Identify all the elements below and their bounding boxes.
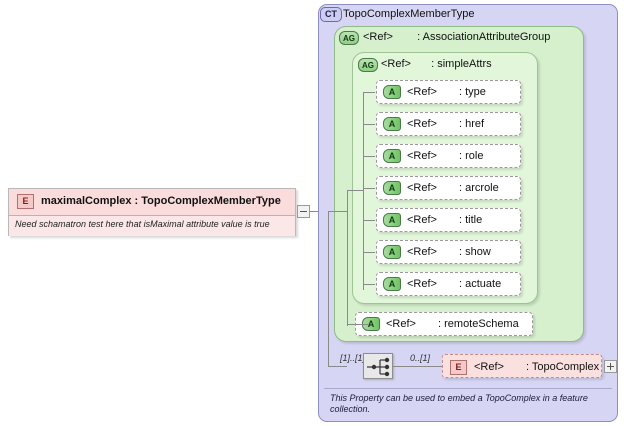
root-element-annotation-text: Need schamatron test here that isMaximal… (15, 219, 270, 229)
attribute-badge-icon: A (383, 245, 401, 259)
connector-to-sequence (328, 366, 347, 367)
connector-attribute-stub (363, 220, 375, 221)
attribute-row-label: <Ref>: role (407, 150, 484, 162)
attribute-row-label: <Ref>: href (407, 118, 485, 130)
attribute-badge-icon: A (383, 149, 401, 163)
attribute-row[interactable]: A <Ref>: actuate (376, 272, 521, 296)
child-element-label: <Ref>: TopoComplex (474, 361, 600, 373)
attribute-row[interactable]: A <Ref>: href (376, 112, 521, 136)
attribute-group-outer-badge-icon: AG (339, 31, 359, 45)
child-element-topocomplex[interactable]: E <Ref>: TopoComplex (442, 354, 602, 378)
attribute-row-label: <Ref>: title (407, 214, 483, 226)
complex-type-annotation-text: This Property can be used to embed a Top… (330, 393, 588, 414)
attribute-badge-icon: A (383, 181, 401, 195)
ag-inner-ref: <Ref> (381, 58, 411, 70)
attribute-row-label: <Ref>: arcrole (407, 182, 499, 194)
attribute-group-outer-label: <Ref> : AssociationAttributeGroup (363, 31, 550, 43)
attribute-group-inner-badge-icon: AG (358, 58, 378, 72)
ag-inner-sep: : (431, 58, 435, 70)
attribute-badge-icon: A (383, 117, 401, 131)
root-element-box[interactable]: E maximalComplex : TopoComplexMemberType… (8, 188, 296, 236)
attribute-row[interactable]: A <Ref>: title (376, 208, 521, 232)
attribute-badge-icon: A (383, 85, 401, 99)
sequence-icon-glyph (367, 357, 390, 377)
root-element-annotation: Need schamatron test here that isMaximal… (9, 216, 295, 236)
connector-ag-outer-spine (347, 190, 348, 326)
attribute-badge-icon: A (383, 277, 401, 291)
attribute-group-inner-label: <Ref> : simpleAttrs (381, 58, 492, 70)
attribute-row-label: <Ref>: actuate (407, 278, 502, 290)
child-element-expand-toggle[interactable] (604, 360, 617, 373)
element-badge-icon: E (450, 360, 467, 375)
root-element-header: E maximalComplex : TopoComplexMemberType (9, 189, 295, 216)
child-cardinality-label: 0..[1] (410, 353, 431, 363)
connector-attribute-stub (363, 124, 375, 125)
connector-ag-outer-to-remoteschema (347, 324, 369, 325)
connector-attribute-stub (363, 252, 375, 253)
attribute-row[interactable]: A <Ref>: show (376, 240, 521, 264)
connector-trunk-main (328, 211, 329, 366)
sequence-cardinality-label: [1]..[1] (340, 353, 366, 363)
attribute-badge-icon: A (383, 213, 401, 227)
attribute-row-remote-schema[interactable]: A <Ref>: remoteSchema (355, 312, 533, 336)
complex-type-badge-icon: CT (320, 7, 342, 22)
attribute-row-label: <Ref>: remoteSchema (386, 318, 519, 330)
complex-type-title: TopoComplexMemberType (343, 8, 475, 20)
root-collapse-toggle[interactable] (297, 205, 310, 218)
ag-inner-name: simpleAttrs (437, 58, 492, 70)
connector-attribute-stub (363, 284, 375, 285)
connector-attribute-stub (363, 92, 375, 93)
connector-attributes-spine (363, 92, 364, 290)
connector-sequence-to-child (393, 366, 442, 367)
attribute-row-label: <Ref>: type (407, 86, 486, 98)
connector-attribute-stub (363, 188, 375, 189)
sequence-compositor-icon[interactable] (363, 353, 393, 379)
complex-type-annotation: This Property can be used to embed a Top… (324, 388, 612, 418)
ag-outer-name: AssociationAttributeGroup (422, 31, 551, 43)
connector-attribute-stub (363, 156, 375, 157)
ag-outer-sep: : (417, 31, 421, 43)
attribute-row-label: <Ref>: show (407, 246, 491, 258)
attribute-row[interactable]: A <Ref>: type (376, 80, 521, 104)
connector-ag-outer-to-inner (347, 190, 363, 191)
attribute-row[interactable]: A <Ref>: arcrole (376, 176, 521, 200)
root-element-title: maximalComplex : TopoComplexMemberType (41, 195, 281, 207)
connector-trunk-branch (328, 211, 347, 212)
ag-outer-ref: <Ref> (363, 31, 393, 43)
attribute-row[interactable]: A <Ref>: role (376, 144, 521, 168)
element-badge-icon: E (17, 194, 34, 209)
